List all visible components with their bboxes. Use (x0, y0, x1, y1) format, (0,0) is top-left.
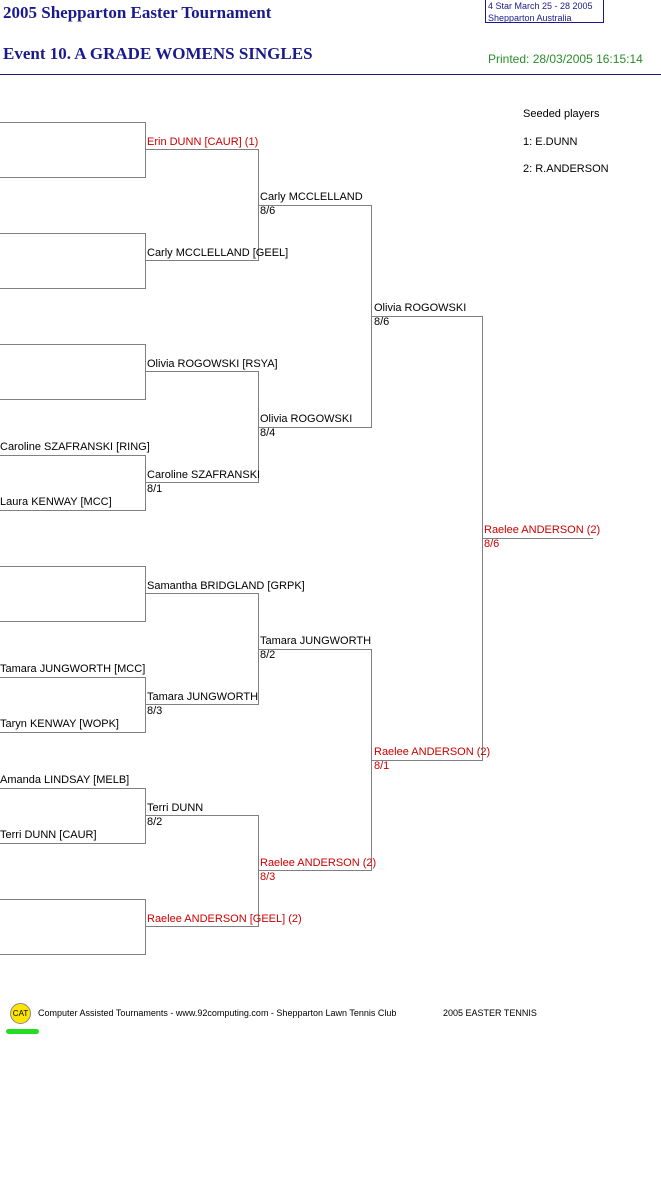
info-location: Shepparton Australia (488, 13, 572, 23)
printed-timestamp: Printed: 28/03/2005 16:15:14 (488, 52, 643, 66)
cat-logo-icon: CAT (10, 1003, 31, 1024)
round2-player: Tamara JUNGWORTH (147, 691, 259, 703)
round2-score: 8/2 (147, 816, 163, 828)
round2-player: Erin DUNN [CAUR] (1) (147, 136, 259, 148)
round2-score: 8/1 (147, 483, 163, 495)
champion-name: Raelee ANDERSON (2) (484, 524, 601, 536)
round4-score: 8/1 (374, 760, 390, 772)
seed-item: 1: E.DUNN (523, 136, 578, 148)
round3-player: Olivia ROGOWSKI (260, 413, 353, 425)
round2-player: Olivia ROGOWSKI [RSYA] (147, 358, 278, 370)
tournament-title: 2005 Shepparton Easter Tournament (3, 3, 272, 22)
footer-credit: Computer Assisted Tournaments - www.92co… (38, 1008, 397, 1018)
round3-score: 8/3 (260, 871, 276, 883)
round3-player: Tamara JUNGWORTH (260, 635, 372, 647)
round3-score: 8/4 (260, 427, 276, 439)
round2-player: Samantha BRIDGLAND [GRPK] (147, 580, 305, 592)
round2-score: 8/3 (147, 705, 163, 717)
round2-player: Carly MCCLELLAND [GEEL] (147, 247, 289, 259)
round4-score: 8/6 (374, 316, 390, 328)
round1-player: Taryn KENWAY [WOPK] (0, 718, 119, 730)
round1-player: Terri DUNN [CAUR] (0, 829, 97, 841)
seeded-players-heading: Seeded players (523, 108, 600, 120)
cat-logo-underline (6, 1029, 39, 1034)
round1-player: Laura KENWAY [MCC] (0, 496, 112, 508)
footer-event: 2005 EASTER TENNIS (443, 1008, 537, 1018)
round3-score: 8/6 (260, 205, 276, 217)
round2-player: Raelee ANDERSON [GEEL] (2) (147, 913, 302, 925)
round1-player: Tamara JUNGWORTH [MCC] (0, 663, 146, 675)
seed-item: 2: R.ANDERSON (523, 163, 609, 175)
round2-player: Caroline SZAFRANSKI (147, 469, 261, 481)
round1-player: Caroline SZAFRANSKI [RING] (0, 441, 150, 453)
round1-player: Amanda LINDSAY [MELB] (0, 774, 130, 786)
round3-player: Carly MCCLELLAND (260, 191, 363, 203)
tournament-info-box: 4 Star March 25 - 28 2005 Shepparton Aus… (485, 0, 604, 23)
round3-score: 8/2 (260, 649, 276, 661)
round3-player: Raelee ANDERSON (2) (260, 857, 377, 869)
round4-player: Olivia ROGOWSKI (374, 302, 467, 314)
event-title: Event 10. A GRADE WOMENS SINGLES (3, 44, 313, 63)
champion-score: 8/6 (484, 538, 500, 550)
round4-player: Raelee ANDERSON (2) (374, 746, 491, 758)
header-divider (0, 74, 661, 75)
info-grade-dates: 4 Star March 25 - 28 2005 (488, 1, 593, 11)
round2-player: Terri DUNN (147, 802, 204, 814)
